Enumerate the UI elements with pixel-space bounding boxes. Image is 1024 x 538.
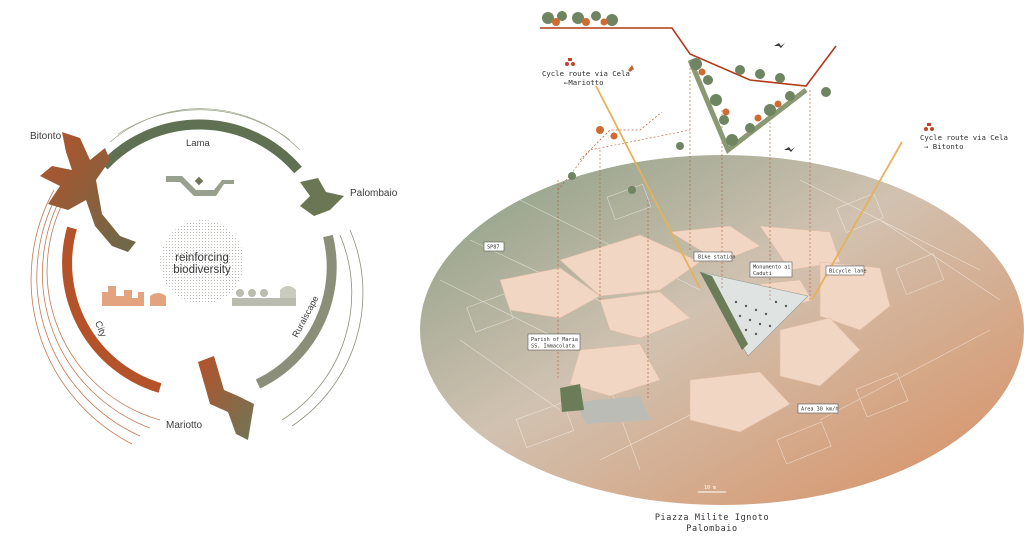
buildings — [499, 225, 891, 433]
center-texture-circle — [160, 220, 244, 304]
green-corridor — [540, 11, 837, 194]
rural-trees-icon — [232, 286, 296, 306]
cycle-route-left-label-1: Cycle route via Cela — [542, 69, 630, 78]
bird-icons — [628, 43, 795, 152]
tag-area30: Area 30 km/h — [797, 403, 838, 414]
cyclist-icon-left — [565, 58, 575, 66]
tag-bike-station: Bike station — [693, 251, 735, 262]
svg-text:Parish of Maria: Parish of Maria — [531, 337, 578, 343]
ruralscape-arc — [255, 234, 337, 389]
caption-line-1: Piazza Milite Ignoto — [655, 513, 769, 523]
piazza-axonometric: Cycle route via Cela ←Mariotto Cycle rou… — [420, 11, 1024, 534]
cycle-route-right-label-1: Cycle route via Cela — [920, 133, 1008, 142]
svg-text:SP87: SP87 — [487, 245, 500, 251]
svg-text:Bicycle lane: Bicycle lane — [829, 269, 866, 275]
mariotto-label: Mariotto — [166, 420, 203, 431]
mariotto-shape — [198, 356, 254, 440]
tag-monumento: Monumento ai Caduti — [749, 261, 793, 278]
tree-dots — [734, 300, 788, 336]
palombaio-shape — [300, 178, 344, 216]
svg-text:Bike station: Bike station — [698, 255, 735, 261]
city-ruins-icon — [102, 286, 166, 306]
lama-profile-icon — [166, 176, 234, 196]
palombaio-label: Palombaio — [350, 188, 398, 199]
center-label-1: reinforcing — [175, 252, 229, 264]
tag-parish: Parish of Maria SS. Immacolata — [527, 333, 581, 351]
cycle-route-left-label-2: ←Mariotto — [564, 78, 604, 87]
projection-lines — [557, 60, 811, 400]
center-label-2: biodiversity — [173, 264, 231, 276]
church-green — [560, 384, 584, 412]
church-courtyard — [576, 396, 650, 424]
cycle-route-right-label-2: → Bitonto — [924, 142, 964, 151]
bitonto-label: Bitonto — [30, 131, 62, 142]
context-ellipse — [420, 155, 1024, 505]
city-arc — [62, 226, 162, 393]
tag-bicycle-lane: Bicycle lane — [825, 265, 866, 276]
green-strip — [700, 272, 748, 350]
svg-text:Monumento ai: Monumento ai — [753, 265, 790, 271]
bitonto-shape — [40, 132, 136, 252]
biodiversity-diagram: reinforcing biodiversity Bitonto Lama Pa… — [30, 108, 398, 445]
svg-text:Area 30 km/h: Area 30 km/h — [801, 407, 838, 413]
tag-sp87: SP87 — [483, 241, 505, 252]
scale-bar: 10 m — [698, 485, 726, 493]
caption-line-2: Palombaio — [686, 524, 737, 534]
cyclist-icon-right — [924, 123, 934, 131]
svg-text:Caduti: Caduti — [753, 271, 772, 277]
lama-arc — [100, 119, 302, 174]
lama-label: Lama — [186, 138, 210, 149]
svg-text:SS. Immacolata: SS. Immacolata — [531, 344, 575, 350]
svg-text:10 m: 10 m — [704, 485, 716, 491]
